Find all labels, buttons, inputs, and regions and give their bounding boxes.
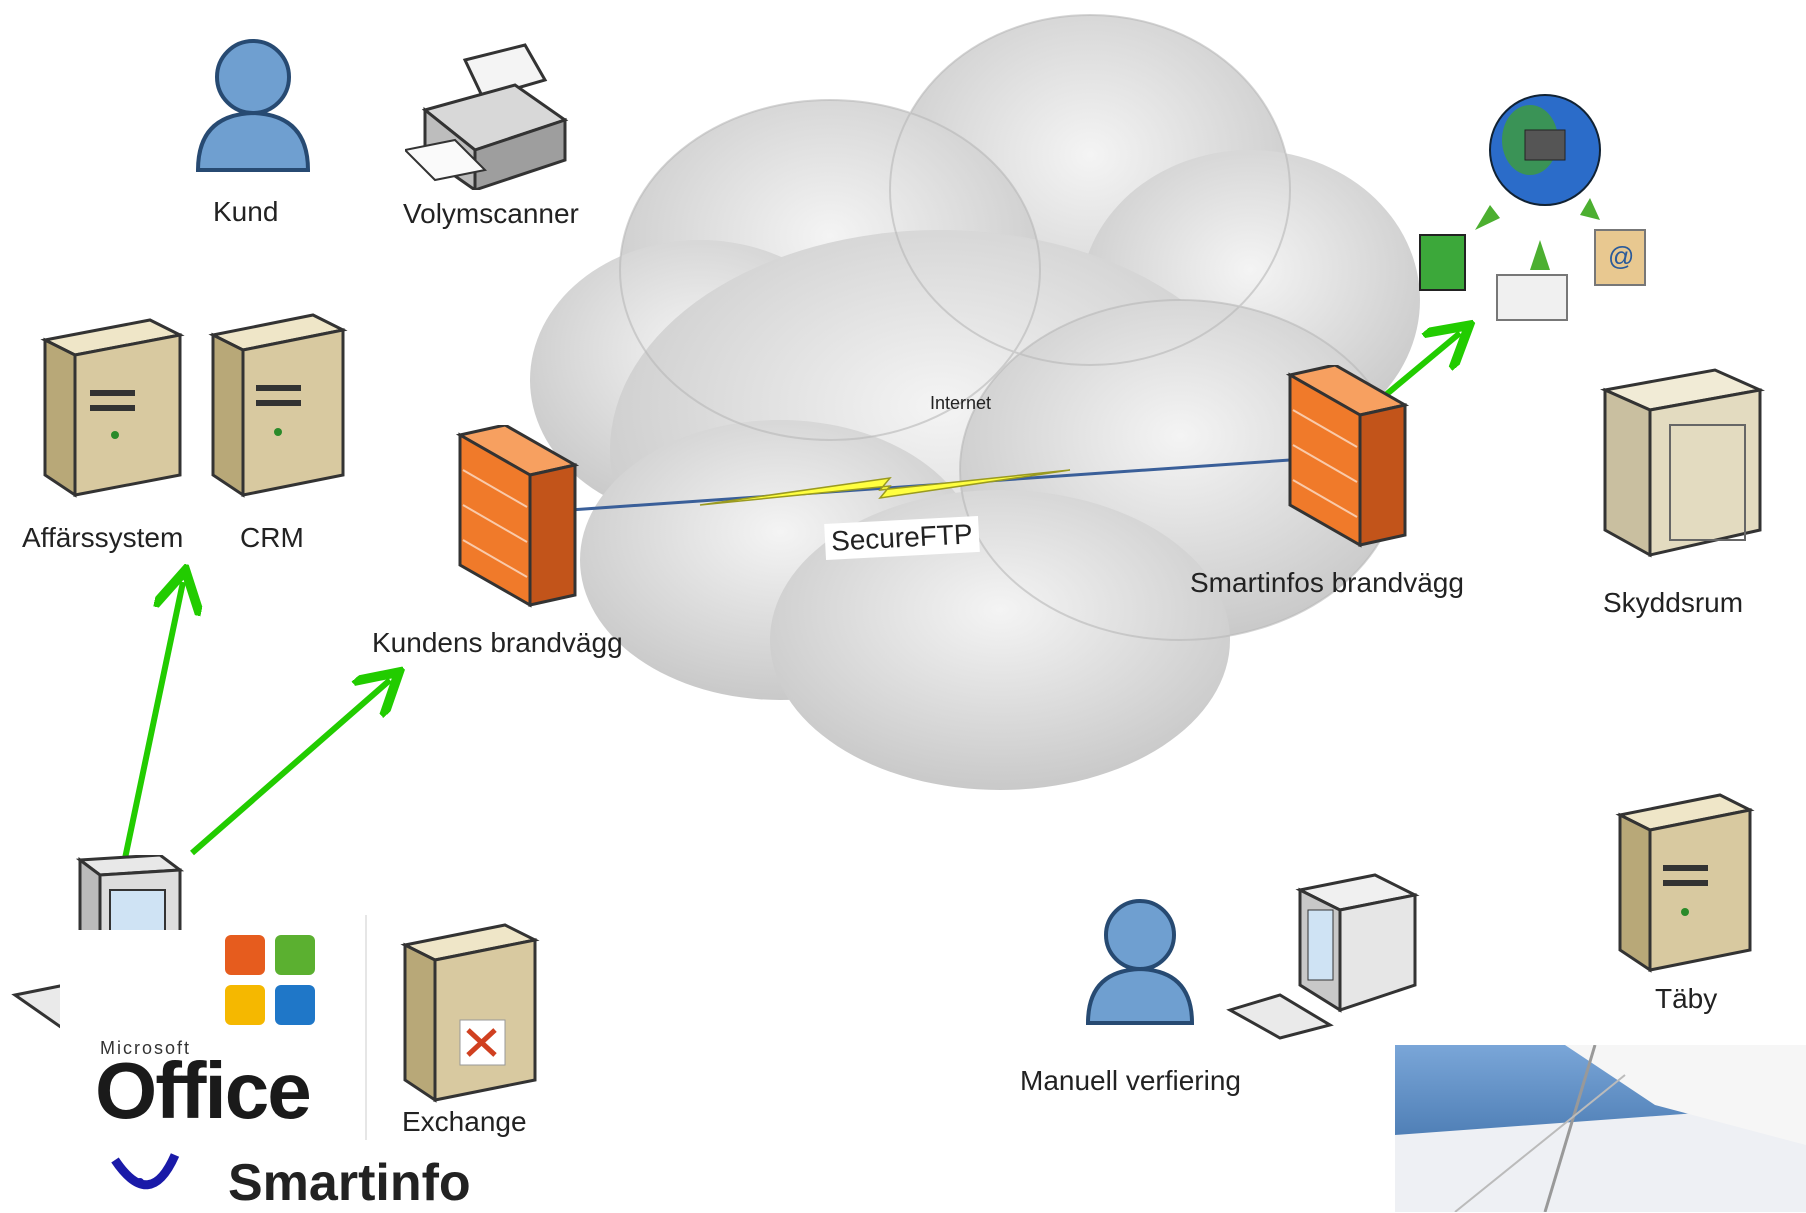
brand-name: Smartinfo <box>228 1154 471 1212</box>
sailing-photo <box>1395 1045 1806 1212</box>
server-icon <box>208 313 348 498</box>
exchange-server-icon <box>400 923 540 1103</box>
divider <box>365 915 367 1140</box>
label-kund: Kund <box>213 196 279 227</box>
office-logo: Microsoft Office <box>60 930 365 1140</box>
svg-text:@: @ <box>1608 241 1634 271</box>
firewall-icon <box>455 425 580 608</box>
label-taby: Täby <box>1655 983 1718 1014</box>
smartinfo-logo-icon <box>111 1153 180 1190</box>
globe-services-icon: @ <box>1419 94 1646 321</box>
lightning-icon <box>699 469 1071 506</box>
email-icon <box>1594 229 1646 286</box>
scanner-icon <box>405 43 569 190</box>
arrow-to-internet-services <box>1374 333 1460 406</box>
book-icon <box>1419 234 1466 291</box>
server-icon <box>40 318 185 498</box>
label-skyddsrum: Skyddsrum <box>1603 587 1744 618</box>
documents-icon <box>1496 274 1568 321</box>
firewall-icon <box>1285 365 1410 548</box>
computer-icon <box>1226 873 1420 1040</box>
label-affarssystem: Affärssystem <box>22 522 184 553</box>
rack-icon <box>1600 368 1765 558</box>
label-internet: Internet <box>930 393 992 413</box>
office-squares-icon <box>225 935 315 1025</box>
label-kundens-brandvagg: Kundens brandvägg <box>372 627 623 658</box>
server-icon <box>1615 793 1755 973</box>
office-microsoft-text: Microsoft <box>100 1038 192 1058</box>
office-text: Office <box>95 1046 312 1135</box>
arrow-to-kundens-brandvagg <box>190 680 390 856</box>
arrow-to-affarssystem <box>120 582 183 869</box>
label-smartinfos-brandvagg: Smartinfos brandvägg <box>1190 567 1464 598</box>
person-icon <box>195 39 311 172</box>
keyboard-icon <box>1226 993 1334 1040</box>
label-exchange: Exchange <box>402 1106 527 1137</box>
label-crm: CRM <box>240 522 304 553</box>
person-icon <box>1085 899 1195 1025</box>
label-volymscanner: Volymscanner <box>403 198 579 229</box>
label-manuell-verfiering: Manuell verfiering <box>1020 1065 1241 1096</box>
